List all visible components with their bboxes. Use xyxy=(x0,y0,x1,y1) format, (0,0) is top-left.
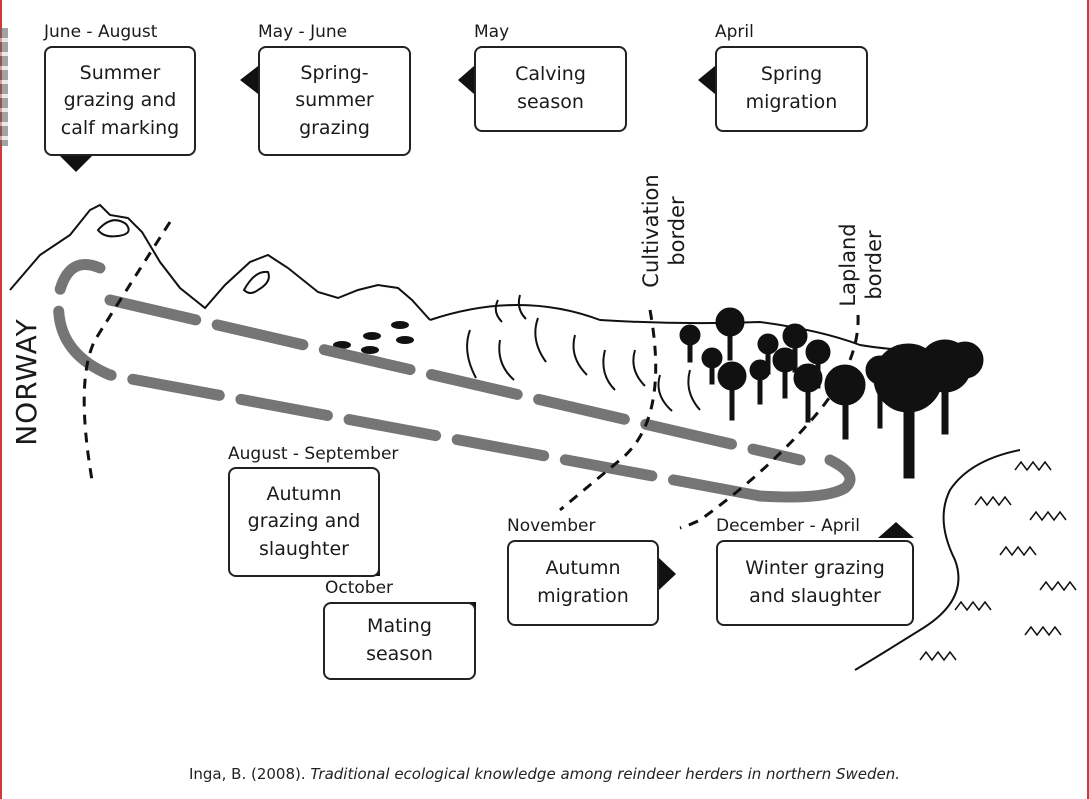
sea-waves xyxy=(919,460,1077,662)
norway-border-line xyxy=(82,221,172,481)
citation: Inga, B. (2008). Traditional ecological … xyxy=(0,765,1089,783)
citation-authors: Inga, B. (2008). xyxy=(188,765,311,783)
stage-box-summer: Summer grazing and calf marking xyxy=(44,46,196,156)
lapland-border-label: Lapland border xyxy=(836,223,887,307)
left-edge-strip xyxy=(0,28,8,146)
border-lines xyxy=(82,221,860,530)
stage-box-winter: Winter grazing and slaughter xyxy=(716,540,914,626)
stage-box-mating: Mating season xyxy=(323,602,476,680)
shrubs xyxy=(466,294,701,412)
stage-month-calving: May xyxy=(474,22,510,42)
forest-trees xyxy=(679,307,984,479)
stage-month-autumn-migration: November xyxy=(507,516,596,536)
mountain-ridge xyxy=(9,203,431,321)
stage-box-calving: Calving season xyxy=(474,46,627,132)
stage-box-autumn-migration: Autumn migration xyxy=(507,540,659,626)
stage-month-autumn-grazing: August - September xyxy=(228,444,399,464)
snow-cap-2 xyxy=(242,270,270,294)
shoreline xyxy=(854,449,1021,671)
migration-route xyxy=(53,259,856,503)
stage-month-spring-migration: April xyxy=(715,22,754,42)
stage-month-spring-summer: May - June xyxy=(258,22,348,42)
stage-month-winter: December - April xyxy=(716,516,860,536)
cultivation-border-line xyxy=(559,309,658,512)
stage-box-spring-summer: Spring- summer grazing xyxy=(258,46,411,156)
stage-month-summer: June - August xyxy=(44,22,158,42)
country-label-norway: NORWAY xyxy=(10,318,43,446)
snow-cap-1 xyxy=(96,219,130,238)
stage-box-autumn-grazing: Autumn grazing and slaughter xyxy=(228,467,380,577)
cultivation-border-label: Cultivation border xyxy=(639,174,690,288)
stage-month-mating: October xyxy=(325,578,394,598)
stage-box-spring-migration: Spring migration xyxy=(715,46,868,132)
reindeer-herd xyxy=(333,321,414,354)
citation-title: Traditional ecological knowledge among r… xyxy=(310,765,901,783)
lapland-border-line xyxy=(679,314,860,530)
